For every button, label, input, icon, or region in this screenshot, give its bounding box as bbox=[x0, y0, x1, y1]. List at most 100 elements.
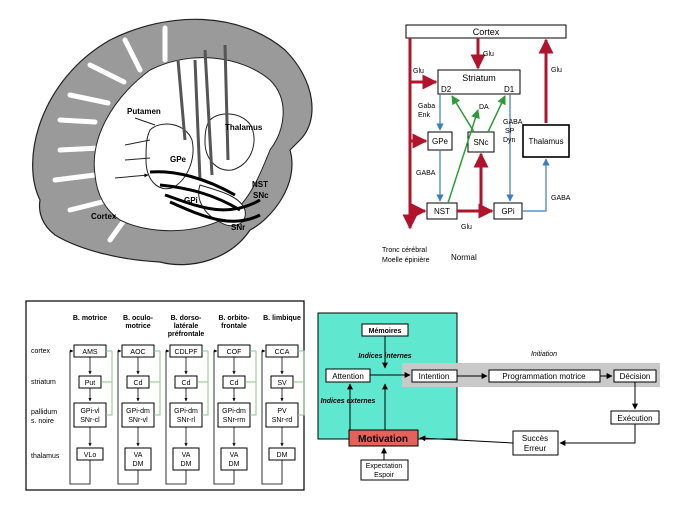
arrow-execution-to-succes bbox=[559, 424, 636, 446]
loop-heading: B. orbito- bbox=[218, 315, 250, 322]
loop-thalamus-label: VA bbox=[134, 452, 143, 459]
loop-thalamus-label: DM bbox=[277, 452, 288, 459]
loop-heading: latérale bbox=[174, 323, 199, 330]
row-label-striatum: striatum bbox=[31, 379, 56, 386]
projection-lines bbox=[176, 44, 230, 181]
erreur-label: Erreur bbox=[524, 444, 547, 453]
glu-top-label: Glu bbox=[483, 51, 494, 58]
snc-label: SNc bbox=[253, 191, 269, 200]
loop-cortex-label: CDLPF bbox=[175, 349, 198, 356]
gpi-box-label: GPi bbox=[501, 207, 515, 216]
putamen-label: Putamen bbox=[127, 107, 161, 116]
loop-return-arrow bbox=[261, 349, 283, 485]
memoires-label: Mémoires bbox=[369, 328, 402, 335]
attention-label: Attention bbox=[332, 372, 364, 381]
loop-cortex-label: COF bbox=[227, 349, 242, 356]
loop-return-arrow bbox=[165, 349, 187, 485]
loop-thalamus-label: DM bbox=[133, 461, 144, 468]
gaba-enk-label-2: Enk bbox=[418, 112, 431, 119]
thalamus-shape bbox=[204, 113, 255, 171]
loop-feedback-bracket bbox=[150, 350, 161, 383]
loop-feedback-bracket bbox=[202, 382, 209, 416]
loop-pallidum-label: GPi-dm bbox=[126, 408, 150, 415]
loop-pallidum-label: SNr-cl bbox=[80, 417, 100, 424]
loop-pallidum-label: SNr-rm bbox=[223, 417, 246, 424]
initiation-label: Initiation bbox=[531, 351, 557, 358]
thalamus-label: Thalamus bbox=[225, 123, 263, 132]
expectation-label: Expectation bbox=[366, 463, 403, 470]
loop-thalamus-label: DM bbox=[229, 461, 240, 468]
intention-label: Intention bbox=[419, 372, 450, 381]
snr-label: SNr bbox=[231, 223, 245, 232]
d1-label: D1 bbox=[504, 85, 515, 94]
motivation-box bbox=[348, 429, 419, 447]
loop-pallidum-label: GPi-dm bbox=[222, 408, 246, 415]
loop-striatum-label: Cd bbox=[182, 380, 191, 387]
loop-heading: B. limbique bbox=[263, 315, 301, 322]
loop-cortex-label: AMS bbox=[82, 349, 98, 356]
loop-striatum-label: Cd bbox=[134, 380, 143, 387]
thalamus-box bbox=[522, 124, 570, 158]
loop-pallidum-label: GPi-dm bbox=[174, 408, 198, 415]
loop-feedback-bracket bbox=[294, 350, 305, 383]
loop-return-arrow bbox=[69, 349, 91, 485]
loop-return-arrow bbox=[117, 349, 139, 485]
loop-thalamus-label: VA bbox=[182, 452, 191, 459]
loop-feedback-bracket bbox=[250, 382, 257, 416]
gaba-enk-label-1: Gaba bbox=[418, 103, 435, 110]
arrow-succes-to-motivation bbox=[419, 435, 514, 444]
loop-feedback-bracket bbox=[198, 350, 209, 383]
gaba-sp-dyn-label-1: GABA bbox=[503, 119, 523, 126]
loop-cortex-label: AOC bbox=[130, 349, 145, 356]
loop-heading: préfrontale bbox=[168, 331, 205, 338]
indices-externes-label: Indices externes bbox=[321, 398, 376, 405]
loop-pallidum-box bbox=[217, 402, 251, 428]
gaba-sp-dyn-label-3: Dyn bbox=[503, 137, 516, 144]
motivation-label: Motivation bbox=[358, 434, 408, 445]
loop-heading: B. motrice bbox=[73, 315, 107, 322]
loop-heading: B. dorso- bbox=[171, 315, 202, 322]
brain-sulci bbox=[52, 25, 168, 243]
brain-section: Putamen Thalamus GPe GPi NST SNc SNr Cor… bbox=[32, 18, 313, 266]
parallel-loops: cortex striatum pallidum s. noire thalam… bbox=[25, 300, 305, 491]
programmation-label: Programmation motrice bbox=[502, 372, 586, 381]
loop-pallidum-label: PV bbox=[277, 408, 287, 415]
loop-thalamus-label: VA bbox=[230, 452, 239, 459]
loop-return-arrow bbox=[213, 349, 235, 485]
loop-striatum-label: Put bbox=[85, 380, 96, 387]
loop-pallidum-label: GPi-vl bbox=[80, 408, 100, 415]
row-label-pallidum: pallidum bbox=[31, 409, 57, 416]
gaba-right-label: GABA bbox=[551, 195, 571, 202]
loops-frame bbox=[25, 300, 305, 491]
glu-bottom-label: Glu bbox=[461, 224, 472, 231]
circuit-cortex-box bbox=[405, 24, 567, 39]
nst-label: NST bbox=[252, 180, 268, 189]
glu-right-label: Glu bbox=[551, 67, 562, 74]
da-snc-to-d1 bbox=[487, 95, 506, 133]
row-label-s-noire: s. noire bbox=[31, 418, 54, 425]
tronc-label-1: Tronc cérébral bbox=[382, 247, 427, 254]
loop-feedback-bracket bbox=[298, 382, 305, 416]
loop-feedback-bracket bbox=[154, 382, 161, 416]
da-label: DA bbox=[479, 104, 489, 111]
loop-pallidum-label: SNr-vl bbox=[128, 417, 148, 424]
loop-striatum-label: SV bbox=[277, 380, 287, 387]
gpe-label: GPe bbox=[170, 155, 187, 164]
da-nst-snc bbox=[447, 109, 480, 204]
loop-thalamus-label: DM bbox=[181, 461, 192, 468]
da-snc-to-d2 bbox=[451, 95, 475, 133]
tronc-label-2: Moelle épinière bbox=[382, 257, 430, 264]
circuit-diagram: Cortex Striatum D2 D1 GPe SNc Thalamus N… bbox=[382, 24, 571, 264]
loop-feedback-bracket bbox=[102, 350, 113, 383]
cortex-label: Cortex bbox=[91, 212, 117, 221]
circuit-cortex-label: Cortex bbox=[473, 27, 500, 37]
thalamus-box-label: Thalamus bbox=[528, 137, 563, 146]
loop-pallidum-label: SNr-rl bbox=[177, 417, 196, 424]
espoir-label: Espoir bbox=[374, 472, 395, 479]
loop-feedback-bracket bbox=[106, 382, 113, 416]
loop-heading: frontale bbox=[221, 323, 247, 330]
loop-thalamus-label: VLo bbox=[84, 452, 97, 459]
basal-ganglia-pathways bbox=[149, 170, 261, 223]
succes-label: Succès bbox=[522, 434, 548, 443]
